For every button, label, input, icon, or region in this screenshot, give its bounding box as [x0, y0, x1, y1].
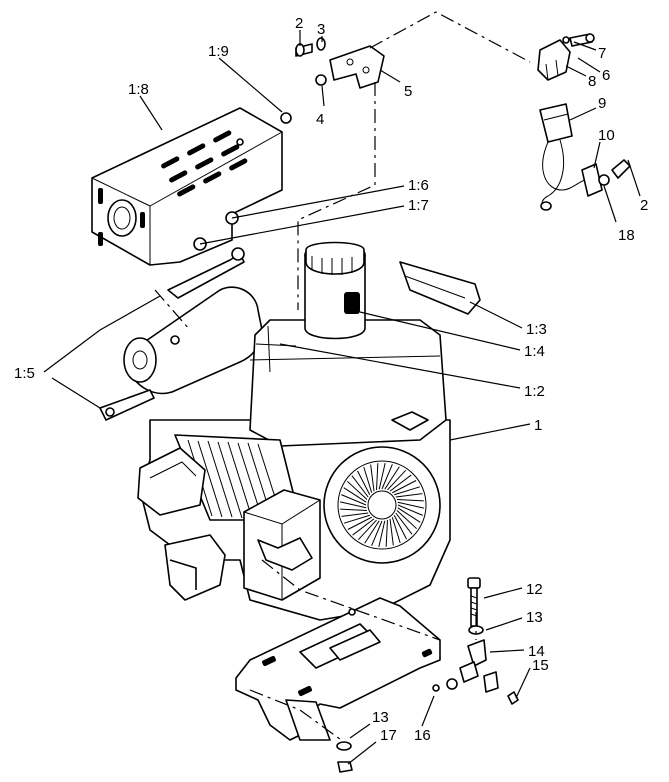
- fan-blade: [397, 504, 423, 516]
- fan-blade: [391, 517, 401, 544]
- fan-blade: [378, 463, 386, 490]
- switch-assembly: [537, 33, 631, 211]
- label-13-right: 13: [526, 609, 543, 626]
- leader-lines: [43, 30, 641, 765]
- fan-blade: [341, 512, 369, 517]
- bracket-5: [295, 37, 385, 89]
- label-4: 4: [316, 111, 324, 128]
- label-1-2: 1:2: [524, 383, 545, 400]
- fan-blade: [381, 464, 393, 490]
- fan-blade: [371, 520, 383, 546]
- label-3: 3: [317, 21, 325, 38]
- fan-blade: [341, 494, 367, 506]
- fan-blade: [392, 480, 417, 494]
- label-13-bottom: 13: [372, 709, 389, 726]
- fan-blade: [397, 501, 424, 509]
- fan-blade: [346, 480, 368, 500]
- fan-blade: [370, 464, 375, 492]
- label-2-top: 2: [295, 15, 303, 32]
- label-14: 14: [528, 643, 545, 660]
- mounting-hardware: [336, 577, 519, 773]
- fan-blade: [387, 469, 407, 491]
- fan-blade: [340, 508, 367, 511]
- label-1-7: 1:7: [408, 197, 429, 214]
- fan-blade: [357, 470, 371, 495]
- muffler-assembly: [99, 211, 263, 421]
- label-15: 15: [532, 657, 549, 674]
- label-7: 7: [598, 45, 606, 62]
- fan-blade: [351, 475, 369, 498]
- engine-base-plate: [235, 597, 441, 741]
- fan-blade: [397, 507, 421, 523]
- fan-blade: [395, 493, 423, 498]
- fan-blade: [347, 516, 372, 530]
- fan-blade: [343, 514, 370, 524]
- fan-blade: [397, 499, 424, 502]
- label-8: 8: [588, 73, 596, 90]
- fan-blade: [389, 518, 394, 546]
- fan-blade: [389, 474, 412, 492]
- label-5: 5: [404, 83, 412, 100]
- label-1-6: 1:6: [408, 177, 429, 194]
- label-6: 6: [602, 67, 610, 84]
- fan-blade: [352, 518, 375, 536]
- label-17: 17: [380, 727, 397, 744]
- phantom-lines: [154, 11, 531, 743]
- label-18: 18: [618, 227, 635, 244]
- fan-blade: [394, 486, 421, 496]
- label-1: 1: [534, 417, 542, 434]
- label-2-right: 2: [640, 197, 648, 214]
- muffler-heat-shield: [91, 107, 292, 266]
- fan-blade: [393, 515, 407, 540]
- label-1-8: 1:8: [128, 81, 149, 98]
- label-10: 10: [598, 127, 615, 144]
- label-1-5: 1:5: [14, 365, 35, 382]
- label-16: 16: [414, 727, 431, 744]
- fan-blade: [395, 512, 413, 535]
- fan-blade: [364, 520, 380, 544]
- fan-blade: [363, 466, 373, 493]
- part-labels: 2 3 5 4 7 6 8 9 10 2 18 1:9 1:8 1:6 1:7 …: [14, 15, 648, 744]
- label-9: 9: [598, 95, 606, 112]
- engine-body: [137, 241, 481, 621]
- label-1-9: 1:9: [208, 43, 229, 60]
- fan-blade: [384, 466, 400, 490]
- label-1-4: 1:4: [524, 343, 545, 360]
- fan-blade: [376, 463, 379, 490]
- fan-blade: [343, 487, 367, 503]
- fan-blade: [357, 519, 377, 541]
- fan-blade: [396, 510, 418, 530]
- label-1-3: 1:3: [526, 321, 547, 338]
- fan-blade: [340, 501, 367, 509]
- fan-blade: [385, 520, 388, 547]
- label-12: 12: [526, 581, 543, 598]
- fan-blade: [378, 520, 386, 547]
